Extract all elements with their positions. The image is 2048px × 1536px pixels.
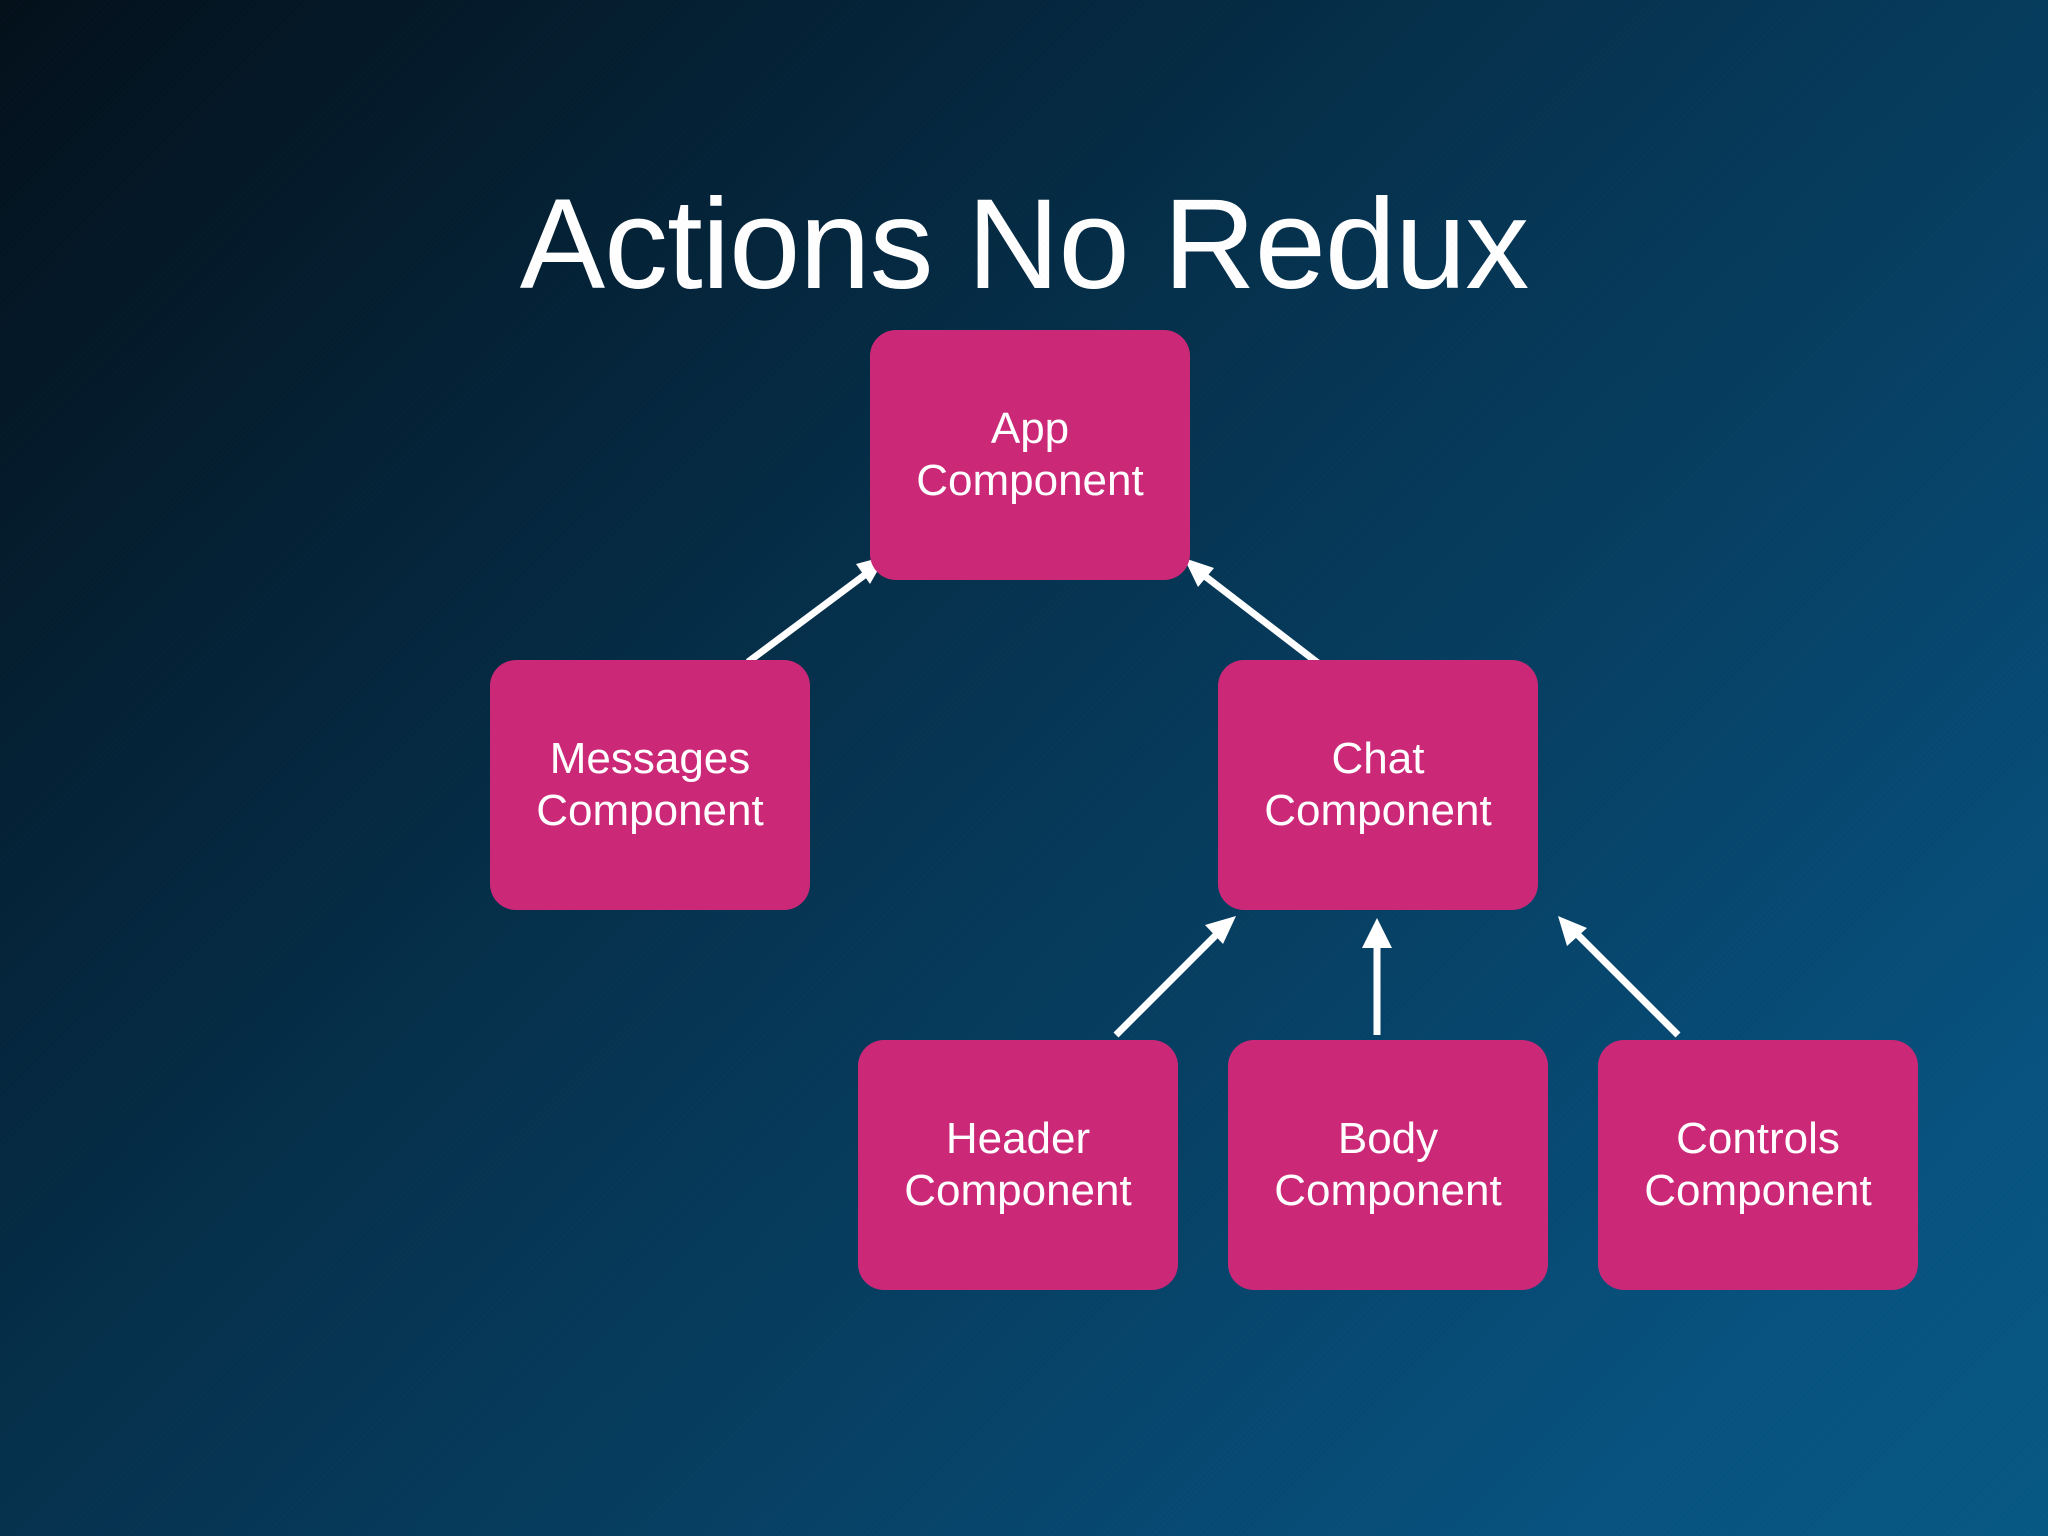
node-body-label-line2: Component [1274, 1166, 1502, 1215]
node-app-component[interactable]: App Component [870, 330, 1190, 580]
node-chat-label-line2: Component [1264, 786, 1492, 835]
node-header-label-line1: Header [945, 1114, 1091, 1164]
node-messages-label-line2: Component [536, 786, 764, 835]
node-messages-label-line1: Messages [549, 734, 751, 784]
node-app-label-line1: App [990, 404, 1070, 454]
node-header-component[interactable]: Header Component [858, 1040, 1178, 1290]
node-chat-label-line1: Chat [1331, 734, 1425, 784]
node-messages-component[interactable]: Messages Component [490, 660, 810, 910]
node-controls-label-line2: Component [1644, 1166, 1872, 1215]
node-controls-component[interactable]: Controls Component [1598, 1040, 1918, 1290]
arrow-messages-to-app [745, 556, 886, 665]
node-header-label-line2: Component [904, 1166, 1132, 1215]
page-title: Actions No Redux [519, 172, 1530, 316]
node-chat-component[interactable]: Chat Component [1218, 660, 1538, 910]
arrow-header-to-chat [1113, 916, 1236, 1038]
node-body-component[interactable]: Body Component [1228, 1040, 1548, 1290]
node-body-label-line1: Body [1337, 1114, 1439, 1164]
arrow-controls-to-chat [1558, 916, 1681, 1038]
arrow-chat-to-app [1184, 558, 1321, 666]
node-controls-label-line1: Controls [1676, 1114, 1840, 1164]
arrow-body-to-chat [1362, 918, 1392, 1035]
node-app-label-line2: Component [916, 456, 1144, 505]
